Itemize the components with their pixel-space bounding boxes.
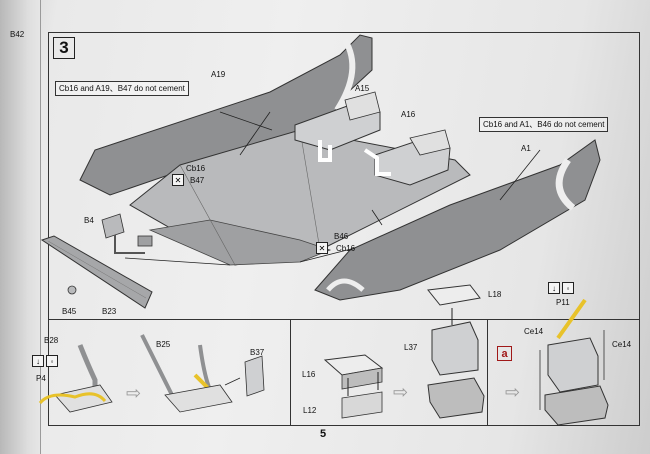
cement-icon: ↓: [548, 282, 560, 294]
subassembly-b28-p4-drawing: [38, 344, 113, 413]
part-label-b37: B37: [250, 348, 265, 357]
panel-divider-horizontal: [48, 319, 640, 320]
step-number: 3: [53, 37, 75, 59]
page-number: 5: [320, 428, 327, 440]
flow-arrow-icon: ⇨: [126, 383, 142, 403]
no-cement-icon: ✕: [316, 242, 328, 254]
part-b45-drawing: [67, 285, 77, 295]
subassembly-b25-b37-drawing: [140, 334, 265, 413]
part-label-l12: L12: [303, 406, 317, 415]
no-cement-icon: ✕: [172, 174, 184, 186]
part-label-l37: L37: [404, 343, 418, 352]
part-label-ce14-right: Ce14: [612, 340, 632, 349]
subassembly-l16-l12-drawing: [323, 354, 384, 419]
part-b23-drawing: [40, 235, 153, 309]
part-label-b25: B25: [156, 340, 171, 349]
cement-note-right: Cb16 and A1、B46 do not cement: [479, 117, 609, 132]
cement-note-left: Cb16 and A19、B47 do not cement: [55, 81, 189, 96]
part-label-b45: B45: [62, 307, 77, 316]
part-b4-drawing: [101, 213, 153, 254]
callout-a: a: [497, 346, 512, 361]
part-label-b23: B23: [102, 307, 117, 316]
part-label-p4: P4: [36, 374, 46, 383]
part-label-a16: A16: [401, 110, 416, 119]
no-cement-icon: ◦: [562, 282, 574, 294]
part-label-b28: B28: [44, 336, 59, 345]
flow-arrow-icon: ⇨: [393, 382, 409, 402]
step-frame: [48, 32, 640, 426]
part-label-a15: A15: [355, 84, 370, 93]
part-label-ce14-left: Ce14: [524, 327, 544, 336]
subassembly-p11-ce14-drawing: [539, 298, 609, 426]
part-label-b42: B42: [10, 30, 25, 39]
part-label-b46: B46: [334, 232, 349, 241]
part-a16-drawing: [363, 129, 451, 186]
part-label-l16: L16: [302, 370, 316, 379]
panel-divider-right: [487, 319, 488, 426]
part-label-p11: P11: [556, 298, 570, 307]
subassembly-l18-l37-drawing: [427, 284, 485, 419]
binding-spine: [0, 0, 41, 454]
part-label-b47: B47: [190, 176, 205, 185]
part-a15-drawing: [294, 91, 381, 162]
flow-arrow-icon: ⇨: [505, 382, 521, 402]
part-label-l18: L18: [488, 290, 502, 299]
cement-icon: ↓: [32, 355, 44, 367]
part-label-b4: B4: [84, 216, 94, 225]
part-label-cb16-bottom: Cb16: [336, 244, 356, 253]
part-label-a19: A19: [211, 70, 226, 79]
no-cement-icon: ◦: [46, 355, 58, 367]
part-a1-drawing: [314, 139, 601, 301]
part-label-a1: A1: [521, 144, 531, 153]
panel-divider-left: [290, 319, 291, 426]
part-label-cb16-top: Cb16: [186, 164, 206, 173]
